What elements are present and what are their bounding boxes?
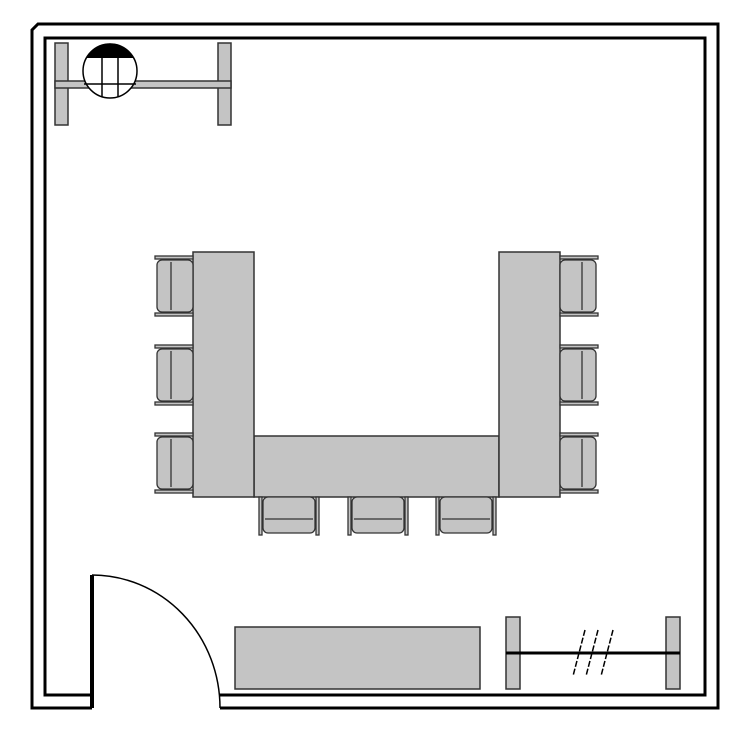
walls — [30, 22, 720, 710]
chair — [559, 344, 599, 406]
desk-with-chair — [54, 42, 232, 126]
chair — [559, 255, 599, 317]
u-shaped-conference-table — [192, 251, 561, 498]
round-stool-icon — [82, 43, 138, 99]
inner-wall — [43, 36, 707, 697]
outer-wall — [30, 22, 720, 710]
chair — [154, 255, 194, 317]
table-bottom — [253, 435, 500, 498]
chair — [154, 432, 194, 494]
chair — [559, 432, 599, 494]
table-right — [498, 251, 561, 498]
chair — [154, 344, 194, 406]
chair — [347, 496, 409, 536]
chairs — [154, 255, 599, 536]
credenza — [234, 626, 481, 690]
door[interactable] — [90, 574, 221, 709]
chair — [435, 496, 497, 536]
chair — [258, 496, 320, 536]
desk-bar — [54, 80, 232, 89]
table-left — [192, 251, 255, 498]
whiteboard-stand — [505, 616, 681, 690]
door-swing-arc — [91, 574, 221, 709]
